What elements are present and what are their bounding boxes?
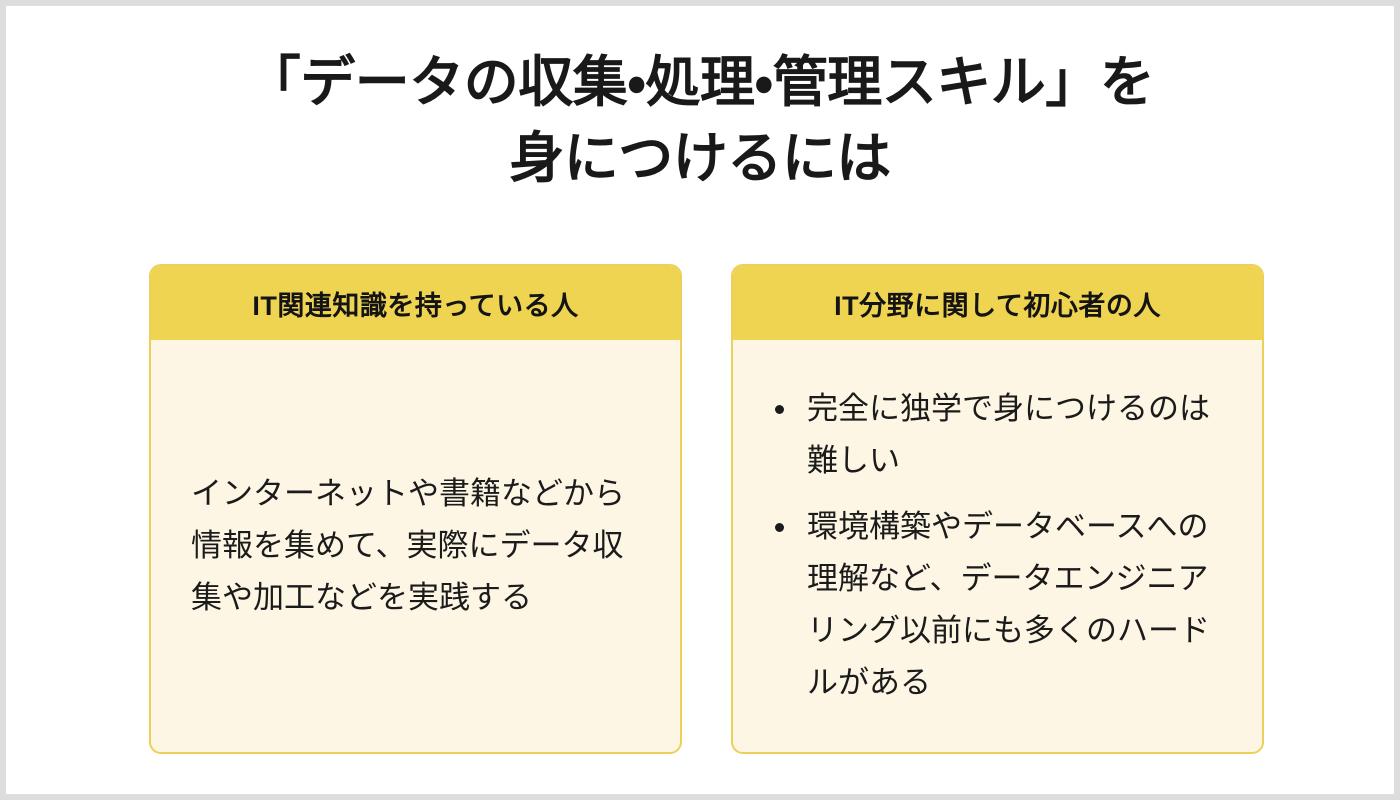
page-title: 「データの収集・処理・管理スキル」を 身につけるには (245, 51, 1155, 189)
list-item-label: 環境構築やデータベースへの理解など、データエンジニアリング以前にも多くのハードル… (807, 509, 1210, 700)
comparison-cards: IT関連知識を持っている人 インターネットや書籍などから情報を集めて、実際にデー… (149, 264, 1264, 754)
list-item: 環境構築やデータベースへの理解など、データエンジニアリング以前にも多くのハードル… (773, 501, 1228, 709)
card-experienced-header: IT関連知識を持っている人 (151, 266, 680, 340)
card-beginner-bullet-list: 完全に独学で身につけるのは難しい 環境構築やデータベースへの理解など、データエン… (773, 383, 1228, 709)
bullet-dot-icon (775, 405, 784, 414)
card-experienced-paragraph: インターネットや書籍などから情報を集めて、実際にデータ収集や加工などを実践する (191, 476, 625, 615)
card-beginner-header: IT分野に関して初心者の人 (733, 266, 1262, 340)
list-item: 完全に独学で身につけるのは難しい (773, 383, 1228, 487)
list-item-label: 完全に独学で身につけるのは難しい (807, 391, 1210, 478)
card-experienced-body: インターネットや書籍などから情報を集めて、実際にデータ収集や加工などを実践する (151, 340, 680, 752)
card-beginner: IT分野に関して初心者の人 完全に独学で身につけるのは難しい 環境構築やデータベ… (731, 264, 1264, 754)
card-beginner-body: 完全に独学で身につけるのは難しい 環境構築やデータベースへの理解など、データエン… (733, 340, 1262, 752)
slide-canvas: 「データの収集・処理・管理スキル」を 身につけるには IT関連知識を持っている人… (6, 6, 1394, 794)
bullet-dot-icon (775, 523, 784, 532)
card-experienced: IT関連知識を持っている人 インターネットや書籍などから情報を集めて、実際にデー… (149, 264, 682, 754)
